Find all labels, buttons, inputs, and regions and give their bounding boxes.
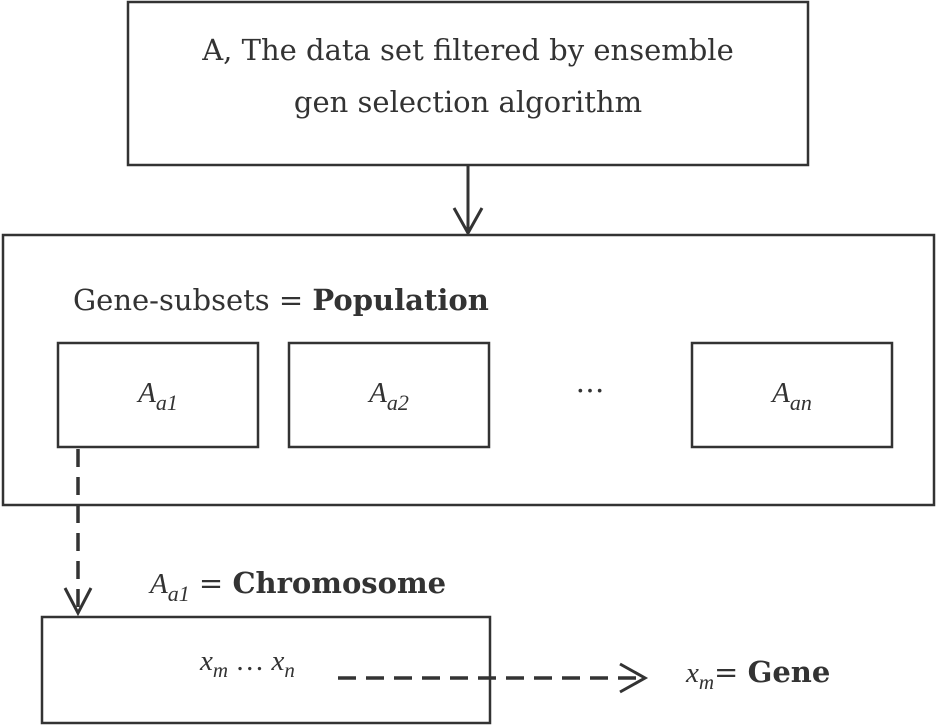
subset-box-a2 [287,341,491,449]
chromosome-box [40,615,492,725]
dataset-box [126,0,810,167]
gene-label: xm= Gene [685,655,830,694]
ellipsis: … [576,365,605,399]
subset-label-a1: Aa1 [136,377,178,415]
population-box [1,233,936,507]
dataset-line2: gen selection algorithm [294,85,642,119]
subset-box-a1 [56,341,260,449]
arrowhead-icon [452,207,484,237]
chromosome-label: Aa1 = Chromosome [148,566,446,606]
arrowhead-icon [63,587,93,617]
dataset-line1: A, The data set filtered by ensemble [201,33,734,67]
chromosome-content: xm … xn [199,645,295,682]
population-label: Gene-subsets = Population [73,283,489,317]
arrowhead-icon [619,662,649,694]
subset-box-an [690,341,894,449]
subset-label-a2: Aa2 [367,377,409,415]
subset-label-an: Aan [770,377,812,415]
